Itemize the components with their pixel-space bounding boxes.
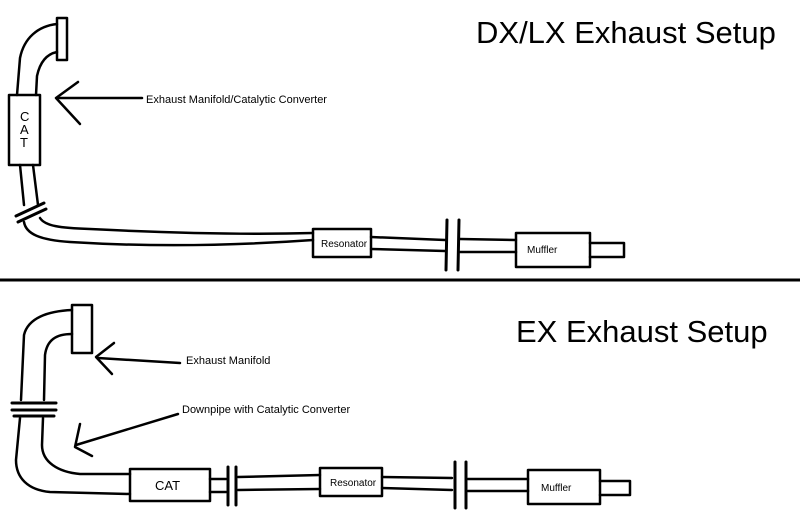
ex-manifold-box <box>70 303 94 355</box>
ex-downpipe-inner <box>40 416 132 476</box>
dxlx-flange-slash-2 <box>16 207 48 224</box>
ex-upper-pipe-outer <box>19 308 74 402</box>
ex-section: EX Exhaust Setup Exhaust Manifold Downpi… <box>10 303 768 510</box>
ex-upper-pipe-inner <box>42 332 74 402</box>
dxlx-cat-letter-c: C <box>20 109 29 124</box>
dxlx-pipe-flange-muffler-top <box>458 237 518 242</box>
dxlx-cat-letter-a: A <box>20 122 29 137</box>
dxlx-resonator-box <box>311 227 373 259</box>
dxlx-muffler-box <box>514 231 592 269</box>
ex-pipe-flange-res-top <box>236 473 322 479</box>
dxlx-section: DX/LX Exhaust Setup C A T Exhaust Manifo… <box>7 15 776 272</box>
dxlx-midpipe-upper <box>38 216 315 236</box>
dxlx-flange-slash-1 <box>14 201 46 218</box>
ex-cat-box <box>128 467 212 503</box>
ex-resonator-box <box>318 466 384 498</box>
dxlx-manifold-flange <box>55 16 69 62</box>
ex-manifold-arrow-head <box>94 341 116 376</box>
ex-tailpipe <box>598 479 632 497</box>
dxlx-annotation: Exhaust Manifold/Catalytic Converter <box>146 94 327 106</box>
ex-downpipe-outer <box>14 416 132 496</box>
ex-pipe-flange-res-bottom <box>236 487 322 492</box>
dxlx-title: DX/LX Exhaust Setup <box>476 15 776 50</box>
ex-manifold-arrow-shaft <box>96 356 182 365</box>
ex-pipe-res-flange-top <box>380 475 454 480</box>
ex-cat-label: CAT <box>155 478 180 493</box>
ex-resonator-label: Resonator <box>330 478 377 489</box>
dxlx-midpipe-lower <box>22 220 315 247</box>
ex-downpipe-arrow-head <box>73 422 94 458</box>
dxlx-pipe-res-flange-bottom <box>369 247 447 253</box>
dxlx-manifold-pipe-inner <box>34 50 59 97</box>
ex-downpipe-arrow-shaft <box>74 412 180 447</box>
dxlx-resonator-label: Resonator <box>321 239 368 250</box>
dxlx-downpipe-right <box>31 163 40 207</box>
ex-muffler-box <box>526 468 602 506</box>
dxlx-pipe-res-flange-top <box>369 235 447 242</box>
dxlx-cat-box <box>7 93 42 167</box>
dxlx-downpipe-left <box>18 163 26 207</box>
dxlx-manifold-pipe-outer <box>15 22 59 97</box>
ex-muffler-label: Muffler <box>541 483 572 494</box>
dxlx-tailpipe <box>588 241 626 259</box>
dxlx-flange-line-1 <box>444 218 449 272</box>
ex-manifold-annotation: Exhaust Manifold <box>186 355 270 367</box>
dxlx-muffler-label: Muffler <box>527 245 558 256</box>
dxlx-flange-line-2 <box>456 218 461 272</box>
ex-title: EX Exhaust Setup <box>516 314 768 349</box>
dxlx-arrow-head <box>54 80 82 126</box>
ex-downpipe-annotation: Downpipe with Catalytic Converter <box>182 404 350 416</box>
dxlx-cat-label: C A T <box>20 109 29 150</box>
ex-pipe-res-flange-bottom <box>380 486 454 492</box>
dxlx-cat-letter-t: T <box>20 135 28 150</box>
